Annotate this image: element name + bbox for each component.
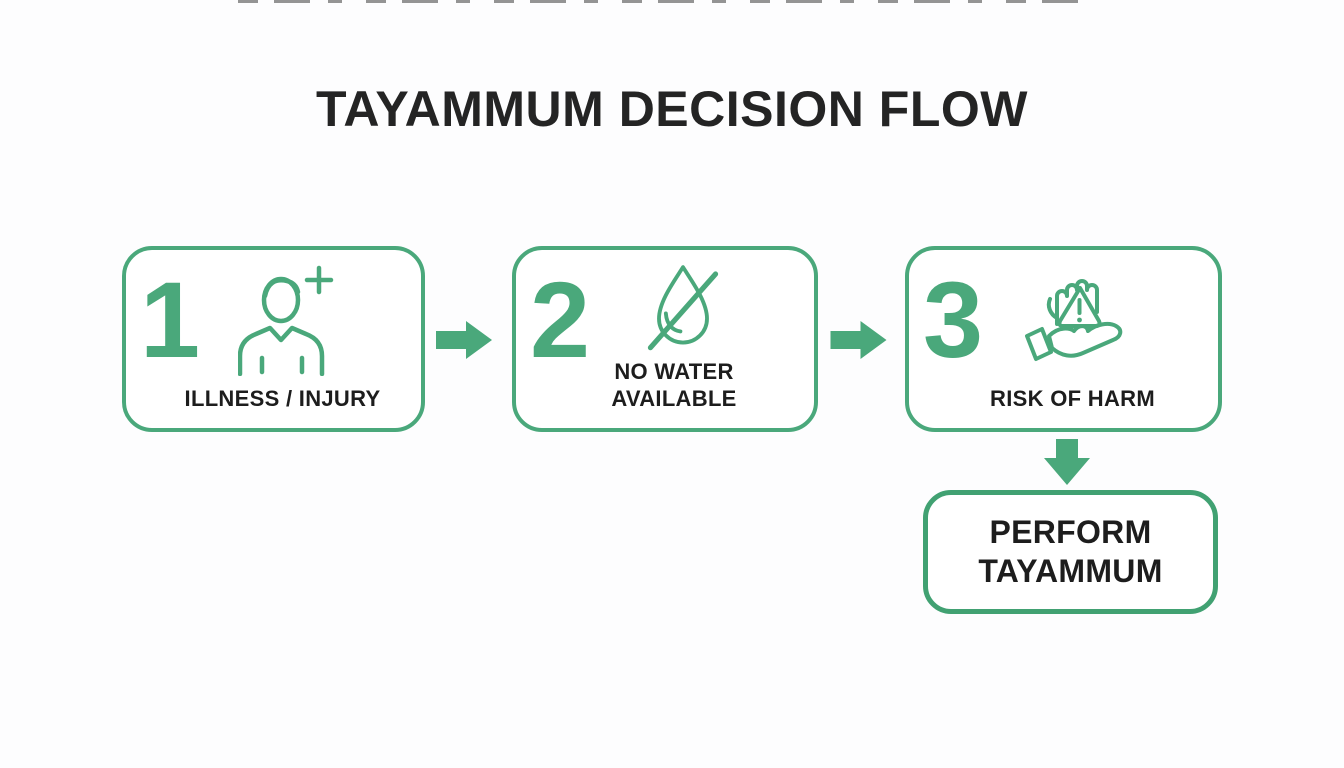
step-label-risk-of-harm: RISK OF HARM <box>990 385 1155 411</box>
step-box-no-water: 2 NO WATER AVAILABLE <box>512 246 818 432</box>
arrow-down-icon <box>1043 439 1091 492</box>
step-label-illness-injury: ILLNESS / INJURY <box>184 385 381 411</box>
step-label-no-water: NO WATER AVAILABLE <box>611 359 737 411</box>
result-box-perform-tayammum: PERFORM TAYAMMUM <box>923 490 1218 614</box>
cropped-text-artifact <box>238 0 1078 3</box>
patient-plus-icon <box>237 262 338 381</box>
hand-warning-icon <box>1017 260 1137 379</box>
page-title: TAYAMMUM DECISION FLOW <box>316 81 1028 137</box>
step-box-illness-injury: 1 ILLNESS / INJURY <box>122 246 425 432</box>
step-number-1: 1 <box>140 259 201 380</box>
arrow-right-icon <box>436 320 493 365</box>
no-water-icon <box>640 262 726 363</box>
result-label: PERFORM TAYAMMUM <box>978 513 1163 589</box>
step-number-2: 2 <box>530 259 591 380</box>
step-number-3: 3 <box>923 259 984 380</box>
step-box-risk-of-harm: 3 RISK OF HARM <box>905 246 1222 432</box>
arrow-right-icon <box>829 320 889 365</box>
